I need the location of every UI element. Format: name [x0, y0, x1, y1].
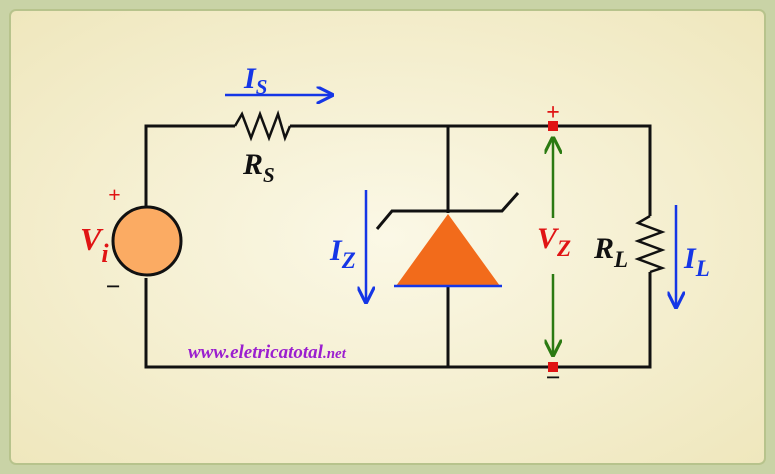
label-rl: RL: [593, 232, 628, 272]
source-minus-sign: −: [105, 272, 121, 301]
label-vz: VZ: [537, 222, 571, 261]
vz-plus-sign: +: [546, 100, 560, 126]
panel-background: [9, 9, 766, 465]
wire-bottom: [144, 272, 652, 369]
resistor-rl: [634, 214, 666, 274]
label-vi: Vi: [80, 221, 109, 268]
label-il: IL: [683, 242, 710, 281]
terminal-top: [548, 121, 558, 131]
voltage-source: [111, 205, 183, 277]
zener-cathode-bar: [375, 192, 520, 230]
label-rs: RS: [242, 148, 275, 187]
circuit-wires: [144, 124, 652, 369]
zener-diode: [396, 214, 500, 286]
label-iz: IZ: [329, 234, 356, 273]
terminal-bottom: [548, 362, 558, 372]
label-is: IS: [243, 62, 267, 99]
source-plus-sign: +: [108, 182, 121, 207]
wire-left-top: [144, 124, 235, 208]
resistor-rs: [233, 110, 292, 142]
vz-minus-sign: −: [545, 363, 561, 392]
watermark-url: www.eletricatotal.net: [188, 342, 347, 363]
wire-top-right: [290, 124, 652, 216]
